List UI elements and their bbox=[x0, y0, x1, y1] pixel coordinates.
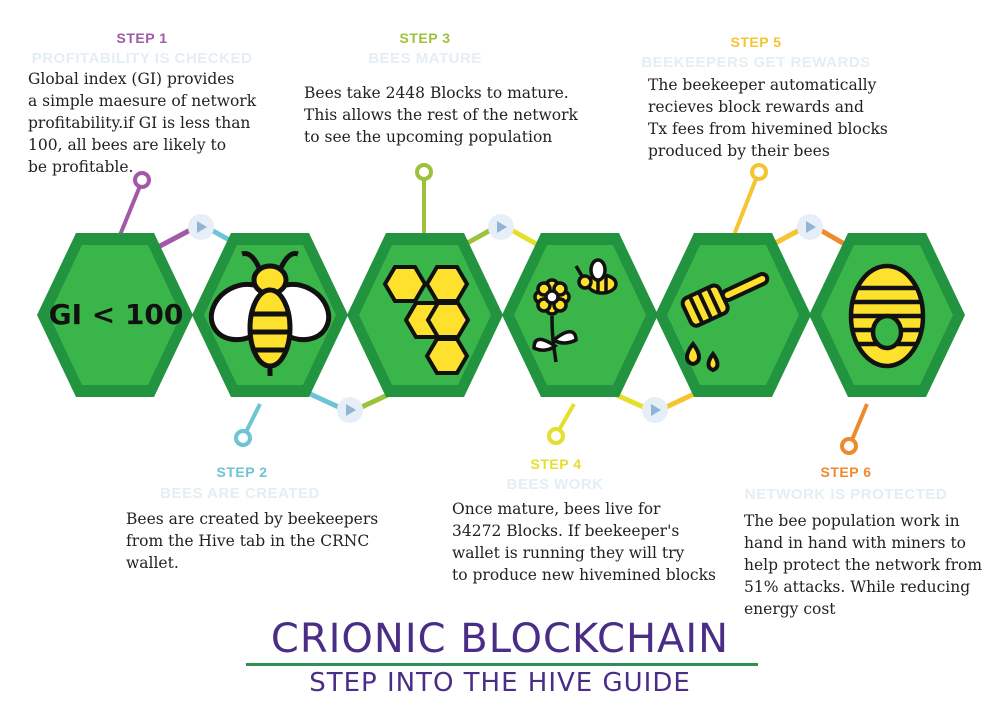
pin-1 bbox=[133, 171, 151, 189]
gi-less-than-100-icon: GI < 100 bbox=[49, 298, 184, 331]
honeycomb-icon bbox=[382, 265, 471, 375]
pin-line-6 bbox=[850, 403, 869, 441]
arrow-icon-3 bbox=[488, 214, 514, 240]
step-4-title: BEES WORK bbox=[506, 476, 604, 493]
step-6-number: STEP 6 bbox=[820, 464, 872, 480]
pin-line-1 bbox=[118, 185, 142, 236]
step-5-number: STEP 5 bbox=[730, 34, 782, 50]
step-3-number: STEP 3 bbox=[399, 30, 451, 46]
pin-line-2 bbox=[244, 403, 262, 433]
pin-4 bbox=[547, 427, 565, 445]
hex-step-4 bbox=[502, 233, 658, 397]
pin-2 bbox=[234, 429, 252, 447]
step-3-description: Bees take 2448 Blocks to mature. This al… bbox=[304, 84, 578, 146]
footer-subtitle: STEP INTO THE HIVE GUIDE bbox=[309, 668, 691, 698]
bee-icon bbox=[208, 251, 332, 376]
footer-title: CRIONIC BLOCKCHAIN bbox=[270, 616, 730, 662]
beehive-icon bbox=[848, 263, 926, 369]
step-5-description: The beekeeper automatically recieves blo… bbox=[648, 76, 888, 160]
arrow-icon-5 bbox=[797, 214, 823, 240]
hex-step-5 bbox=[655, 233, 811, 397]
pin-line-4 bbox=[557, 403, 576, 431]
step-1-title: PROFITABILITY IS CHECKED bbox=[31, 50, 253, 67]
footer-divider bbox=[246, 663, 758, 666]
pin-5 bbox=[750, 163, 768, 181]
arrow-icon-2 bbox=[337, 397, 363, 423]
arrow-icon-4 bbox=[642, 397, 668, 423]
pin-line-5 bbox=[732, 178, 758, 236]
honey-dipper-icon bbox=[680, 271, 770, 373]
step-2-description: Bees are created by beekeepers from the … bbox=[126, 510, 379, 572]
hex-step-1 bbox=[37, 233, 193, 397]
step-4-description: Once mature, bees live for 34272 Blocks.… bbox=[452, 500, 716, 584]
arrow-icon-1 bbox=[188, 214, 214, 240]
pin-3 bbox=[415, 163, 433, 181]
step-1-number: STEP 1 bbox=[116, 30, 168, 46]
step-5-title: BEEKEEPERS GET REWARDS bbox=[641, 54, 871, 71]
pin-6 bbox=[840, 437, 858, 455]
step-1-description: Global index (GI) provides a simple maes… bbox=[28, 70, 257, 176]
step-6-title: NETWORK IS PROTECTED bbox=[744, 486, 948, 503]
arrow-bubbles bbox=[188, 214, 823, 423]
flower-bee-icon bbox=[532, 258, 618, 363]
step-4-number: STEP 4 bbox=[530, 456, 582, 472]
step-3-title: BEES MATURE bbox=[368, 50, 482, 67]
step-2-title: BEES ARE CREATED bbox=[160, 485, 320, 502]
step-6-description: The bee population work in hand in hand … bbox=[744, 512, 983, 618]
step-pins bbox=[118, 163, 869, 455]
step-2-number: STEP 2 bbox=[216, 464, 268, 480]
